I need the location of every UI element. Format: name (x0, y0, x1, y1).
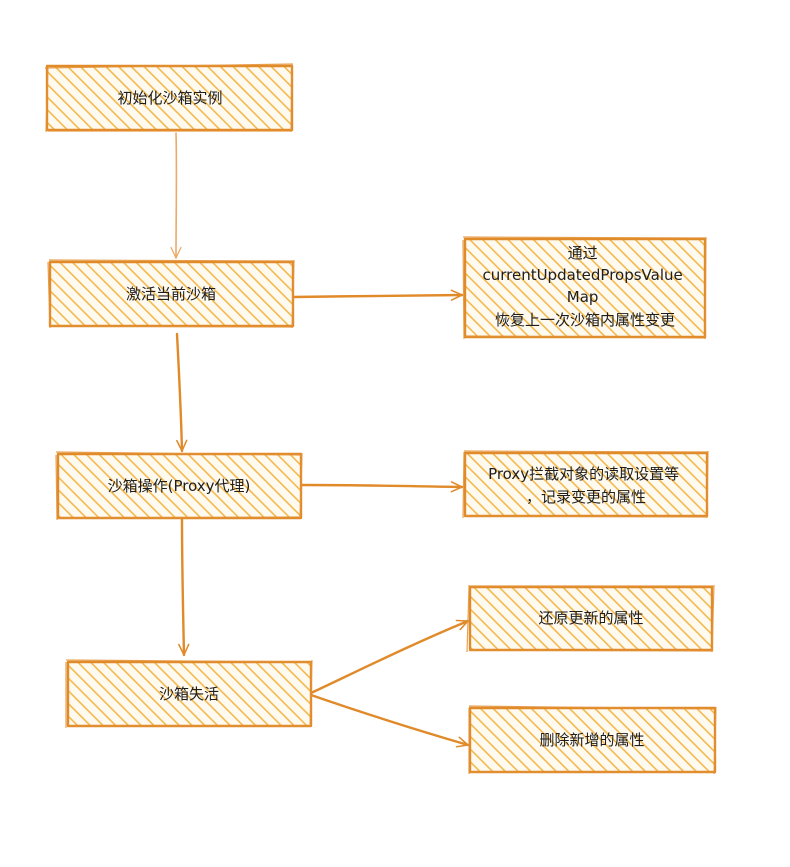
edges (170, 132, 470, 748)
node-restore-updated-label: 还原更新的属性 (538, 609, 643, 627)
node-restore-updated-line-1: 还原更新的属性 (538, 609, 643, 627)
node-restore-props-line-1: 通过 (568, 244, 598, 262)
node-restore-props-line-4: 恢复上一次沙箱内属性变更 (495, 311, 675, 329)
node-proxy-intercept-label: Proxy拦截对象的读取设置等 ，记录变更的属性 (488, 465, 684, 506)
node-activate[interactable]: 激活当前沙箱 (47, 259, 295, 329)
node-init-line-1: 初始化沙箱实例 (117, 89, 222, 107)
node-init[interactable]: 初始化沙箱实例 (44, 63, 294, 133)
node-delete-added[interactable]: 删除新增的属性 (468, 705, 717, 775)
node-restore-props[interactable]: 通过 currentUpdatedPropsValue Map 恢复上一次沙箱内… (462, 236, 707, 340)
node-activate-line-1: 激活当前沙箱 (126, 285, 216, 303)
node-proxy-op[interactable]: 沙箱操作(Proxy代理) (55, 451, 303, 521)
node-activate-label: 激活当前沙箱 (126, 285, 216, 303)
node-restore-updated[interactable]: 还原更新的属性 (466, 584, 715, 653)
edge-deactivate-to-delete-added (309, 693, 470, 748)
node-proxy-intercept-line-2: ，记录变更的属性 (526, 488, 646, 506)
node-deactivate[interactable]: 沙箱失活 (65, 659, 313, 728)
node-proxy-op-label: 沙箱操作(Proxy代理) (108, 477, 251, 495)
node-init-label: 初始化沙箱实例 (117, 89, 222, 107)
edge-deactivate-to-restore-updated (309, 619, 470, 695)
node-proxy-op-line-1: 沙箱操作(Proxy代理) (108, 477, 251, 495)
edge-proxy-op-to-proxy-intercept (299, 481, 464, 493)
node-proxy-intercept-line-1: Proxy拦截对象的读取设置等 (488, 465, 679, 483)
node-restore-props-line-3: Map (567, 288, 599, 306)
node-deactivate-label: 沙箱失活 (159, 685, 219, 703)
node-restore-props-line-2: currentUpdatedPropsValue (482, 266, 682, 284)
edge-activate-to-proxy-op (175, 332, 188, 453)
node-delete-added-line-1: 删除新增的属性 (539, 731, 644, 749)
node-proxy-intercept[interactable]: Proxy拦截对象的读取设置等 ，记录变更的属性 (462, 450, 709, 519)
node-restore-props-label: 通过 currentUpdatedPropsValue Map 恢复上一次沙箱内… (482, 244, 687, 329)
edge-activate-to-restore-props (291, 289, 464, 301)
node-delete-added-label: 删除新增的属性 (539, 731, 644, 749)
edge-proxy-op-to-deactivate (178, 517, 190, 657)
node-deactivate-line-1: 沙箱失活 (159, 685, 219, 703)
